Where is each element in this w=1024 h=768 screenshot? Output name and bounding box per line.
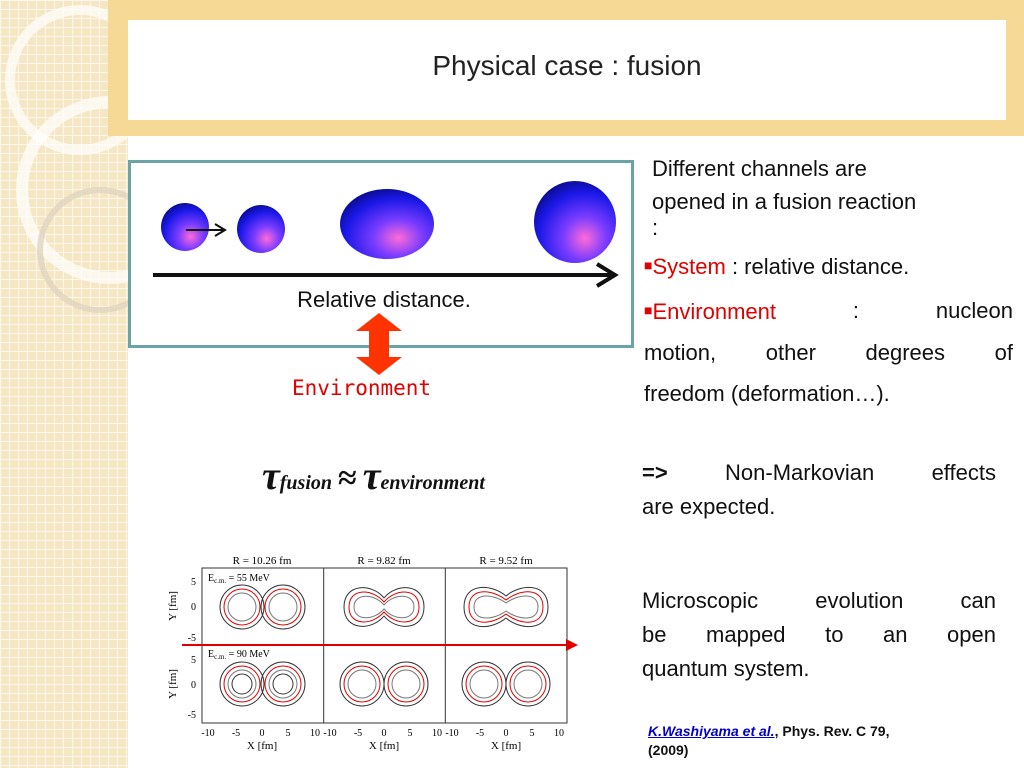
svg-text:5: 5 (286, 728, 291, 739)
svg-text:-10: -10 (201, 728, 214, 739)
svg-text:10: 10 (310, 728, 320, 739)
micro-word: an (883, 622, 908, 647)
reference-journal: , Phys. Rev. C 79, (774, 723, 890, 739)
x-axis-label: X [fm] (247, 740, 277, 752)
coupling-double-arrow (356, 313, 402, 375)
environment-colon: : (852, 298, 860, 323)
reference: K.Washiyama et al., Phys. Rev. C 79, (20… (648, 722, 889, 760)
svg-text:-10: -10 (445, 728, 458, 739)
svg-text:0: 0 (382, 728, 387, 739)
left-decoration (0, 0, 128, 768)
panel-title: R = 9.82 fm (357, 555, 411, 567)
intro-text: Different channels are opened in a fusio… (652, 152, 1002, 240)
svg-text:-5: -5 (188, 633, 196, 644)
y-axis-label: Y [fm] (167, 591, 179, 621)
svg-text:0: 0 (504, 728, 509, 739)
x-axis-label: X [fm] (369, 740, 399, 752)
svg-text:0: 0 (260, 728, 265, 739)
timescale-formula: τfusion≈τenvironment (262, 452, 485, 499)
subscript-environment: environment (380, 472, 485, 494)
micro-word: Microscopic (642, 588, 759, 613)
bullet-icon: ■ (644, 302, 653, 318)
micro-word: can (960, 588, 996, 613)
reference-year: (2009) (648, 742, 689, 758)
env-word: other (765, 340, 816, 365)
svg-text:5: 5 (530, 728, 535, 739)
energy-label-top: Ec.m. = 55 MeV (208, 573, 271, 585)
tau-symbol-left: τ (262, 453, 280, 498)
tau-symbol-right: τ (362, 453, 381, 498)
non-markovian-text: => Non-Markovian effects are expected. (642, 456, 996, 524)
bullet-icon: ■ (644, 257, 653, 273)
approx-symbol: ≈ (338, 460, 357, 497)
slide-title: Physical case : fusion (432, 50, 702, 81)
micro-word: mapped (706, 622, 786, 647)
non-markovian-line-2: are expected. (642, 494, 776, 519)
intro-line-2: opened in a fusion reaction (652, 189, 917, 214)
micro-word: be (642, 622, 667, 647)
svg-text:-5: -5 (232, 728, 240, 739)
nm-word: effects (931, 460, 996, 485)
svg-text:10: 10 (554, 728, 564, 739)
title-box (128, 20, 1006, 120)
environment-keyword: Environment (652, 299, 776, 324)
subscript-fusion: fusion (279, 472, 333, 494)
environment-line-3: freedom (deformation…). (644, 381, 890, 406)
svg-text:0: 0 (191, 602, 196, 613)
microscopic-line-3: quantum system. (642, 656, 810, 681)
panel-title: R = 9.52 fm (479, 555, 533, 567)
density-contour-figure: R = 10.26 fm R = 9.82 fm R = 9.52 fm Ec.… (167, 555, 578, 752)
svg-text:5: 5 (408, 728, 413, 739)
system-text: : relative distance. (725, 254, 910, 279)
system-bullet: ■System : relative distance. (644, 248, 909, 284)
svg-text:-10: -10 (323, 728, 336, 739)
svg-text:-5: -5 (354, 728, 362, 739)
nm-word: Non-Markovian (725, 460, 875, 485)
environment-bullet: ■Environment : nucleon motion, other deg… (644, 290, 1013, 414)
compound-nucleus (534, 181, 616, 263)
env-word: motion, (644, 340, 717, 365)
micro-word: open (947, 622, 996, 647)
env-word: of (994, 340, 1013, 365)
deformed-nucleus (340, 189, 434, 259)
intro-line-1: Different channels are (652, 156, 867, 181)
svg-text:5: 5 (191, 655, 196, 666)
panel-title: R = 10.26 fm (233, 555, 292, 567)
y-axis-label: Y [fm] (167, 669, 179, 699)
micro-word: to (825, 622, 844, 647)
svg-text:-5: -5 (476, 728, 484, 739)
svg-text:0: 0 (191, 680, 196, 691)
svg-text:-5: -5 (188, 710, 196, 721)
svg-text:10: 10 (432, 728, 442, 739)
system-keyword: System (652, 254, 726, 279)
nucleus-left (161, 203, 209, 251)
reference-author-link[interactable]: K.Washiyama et al. (648, 723, 775, 739)
environment-word: nucleon (935, 298, 1013, 323)
intro-line-3: : (652, 215, 659, 240)
x-axis-label: X [fm] (491, 740, 521, 752)
svg-text:5: 5 (191, 577, 196, 588)
nucleus-right (237, 205, 285, 253)
micro-word: evolution (815, 588, 904, 613)
relative-distance-label: Relative distance. (297, 287, 471, 312)
energy-label-bottom: Ec.m. = 90 MeV (208, 649, 271, 661)
microscopic-text: Microscopic evolution can be mapped to a… (642, 584, 996, 686)
env-word: degrees (865, 340, 946, 365)
environment-label: Environment (292, 376, 432, 400)
implication-arrow: => (642, 460, 668, 485)
